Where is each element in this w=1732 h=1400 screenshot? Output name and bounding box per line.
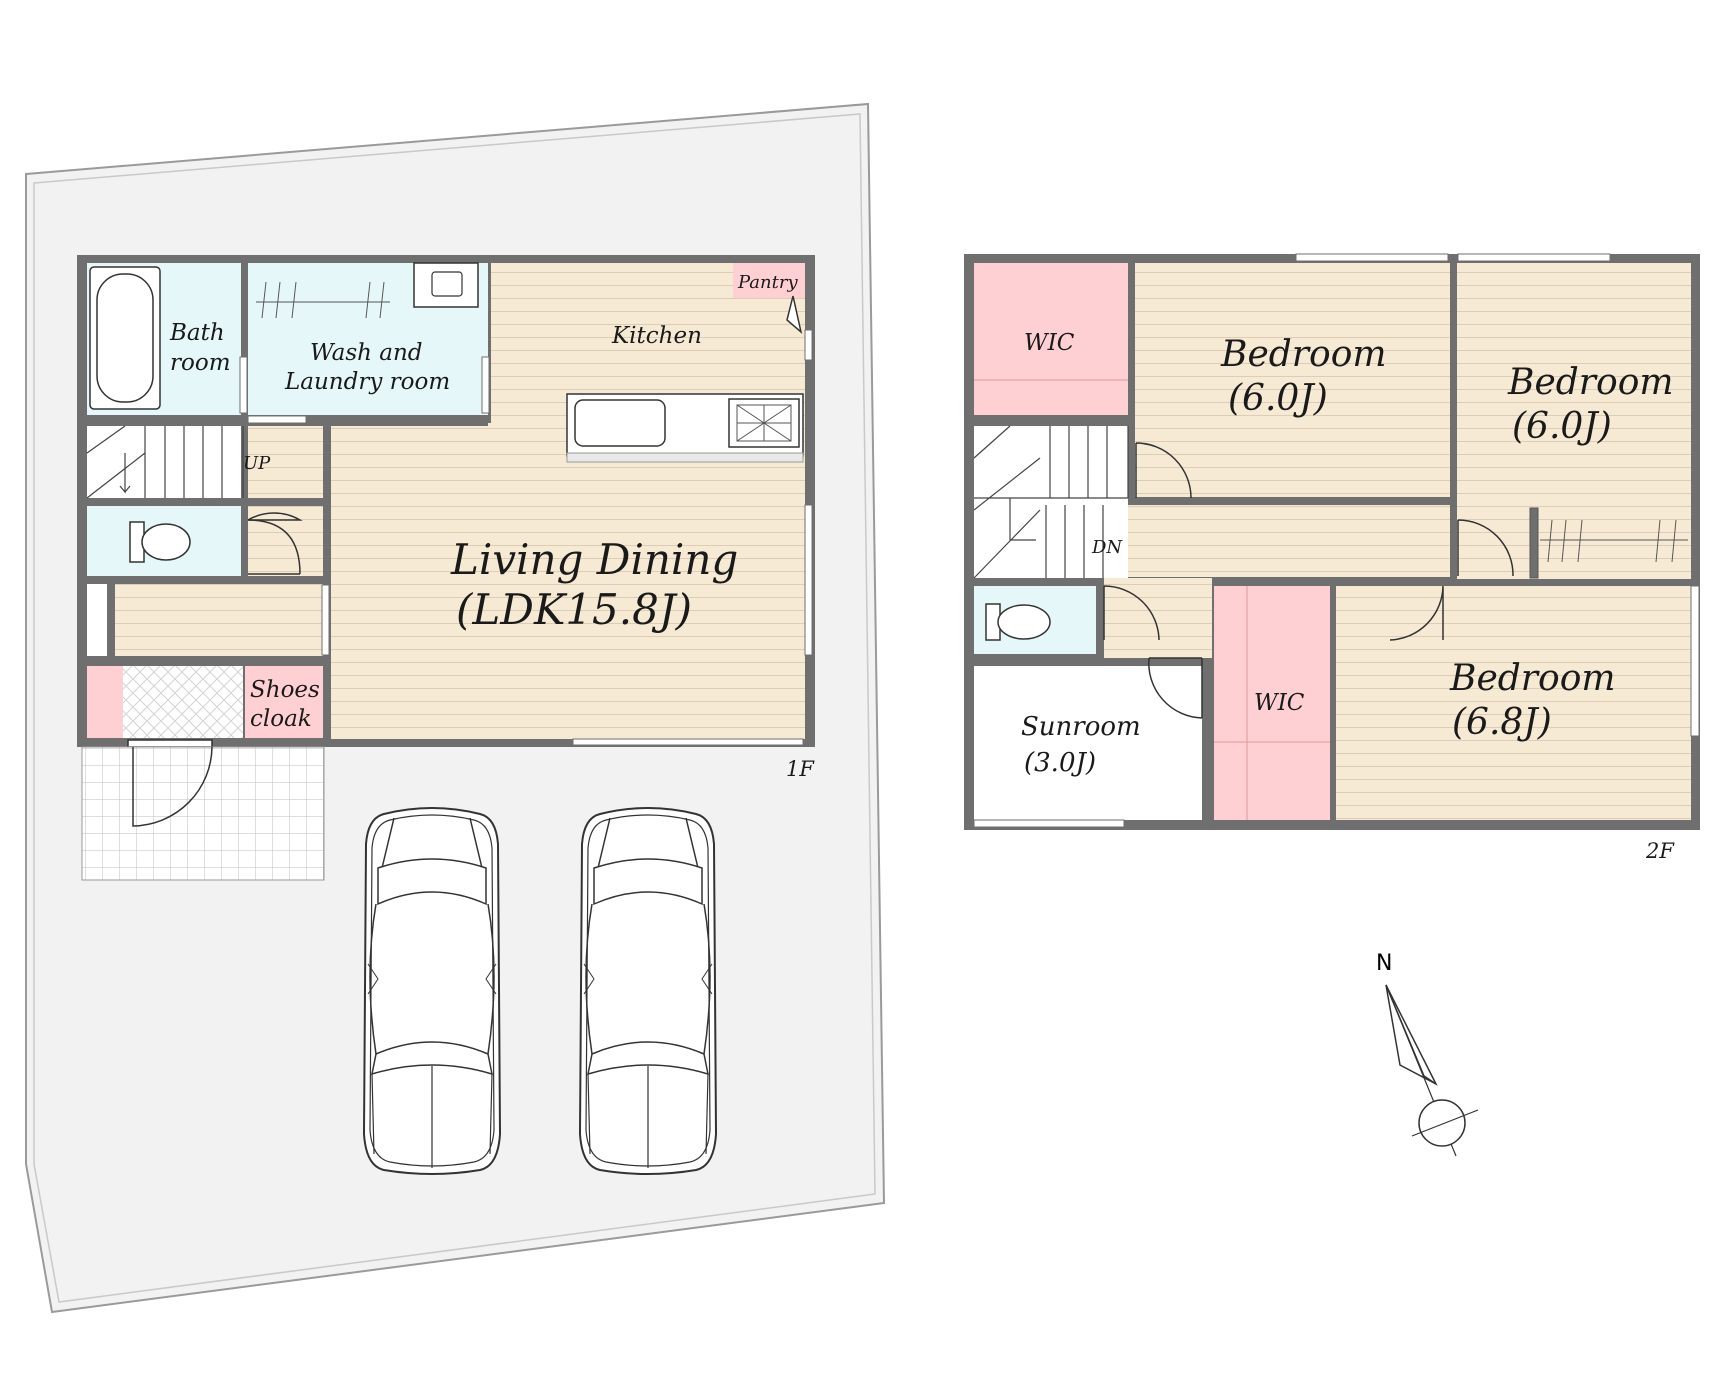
- bedroom-3: [1336, 586, 1691, 820]
- shoes-label-2: cloak: [250, 706, 312, 732]
- floor-plan-1f: [77, 255, 815, 881]
- hall-2f-lower: [1104, 578, 1212, 658]
- hall-closet: [87, 584, 107, 656]
- north-label: N: [1376, 951, 1392, 976]
- entrance: [123, 666, 243, 738]
- sunroom-label-2: (3.0J): [1024, 748, 1096, 778]
- stair-1f: [87, 426, 245, 498]
- closet-rail-icon: [1529, 507, 1688, 579]
- wash-label-1: Wash and: [310, 340, 423, 366]
- ldk-label-2: (LDK15.8J): [456, 585, 692, 634]
- wic-top-label: WIC: [1024, 330, 1075, 356]
- kitchen-label: Kitchen: [611, 323, 702, 349]
- car-icon-left: [363, 807, 501, 1175]
- bedroom-2-label-2: (6.0J): [1512, 406, 1612, 447]
- bedroom-3-label-2: (6.8J): [1452, 702, 1552, 743]
- bedroom-1-label-2: (6.0J): [1228, 378, 1328, 419]
- north-arrow-icon: N: [1376, 951, 1479, 1157]
- bedroom-1: [1135, 263, 1450, 497]
- floor-plan-2f: [964, 253, 1700, 830]
- toilet-2f-icon: [985, 603, 1051, 641]
- bedroom-2-label-1: Bedroom: [1507, 362, 1674, 403]
- car-icon-right: [579, 807, 717, 1175]
- toilet-1f-icon: [129, 521, 191, 563]
- stair-2f-icon: [973, 425, 1129, 579]
- wash-label-2: Laundry room: [284, 369, 450, 395]
- wic-bottom-label: WIC: [1254, 690, 1305, 716]
- sunroom-label-1: Sunroom: [1021, 712, 1141, 742]
- ldk-label-1: Living Dining: [450, 535, 738, 584]
- stair-1f-icon: [86, 425, 244, 499]
- stair-dn-label: DN: [1091, 537, 1123, 558]
- stair-2f: [974, 426, 1128, 578]
- wic-top: [974, 263, 1128, 415]
- washbasin-icon: [413, 262, 479, 308]
- bedroom-3-label-1: Bedroom: [1449, 658, 1616, 699]
- entry-closet: [87, 666, 123, 738]
- bath-label-2: room: [170, 350, 231, 376]
- stair-up-label: UP: [243, 453, 271, 474]
- entry-porch: [81, 746, 325, 881]
- living-dining: [331, 423, 805, 739]
- labels-2f: WIC Bedroom (6.0J) Bedroom (6.0J) Bedroo…: [1021, 330, 1675, 863]
- doors-2f: [1103, 442, 1514, 719]
- wic-bottom: [1214, 586, 1330, 820]
- bedroom-1-label-1: Bedroom: [1220, 334, 1387, 375]
- labels-1f: Bath room Wash and Laundry room Pantry K…: [169, 272, 815, 781]
- shoes-label-1: Shoes: [250, 677, 320, 703]
- floor-tag-2f: 2F: [1645, 839, 1675, 863]
- bath-label-1: Bath: [169, 320, 225, 346]
- hanger-rail-icon: [256, 281, 390, 319]
- shoes-cloak: [245, 666, 323, 738]
- pantry-room: [733, 263, 805, 298]
- hall-mid: [248, 506, 323, 576]
- hall-bottom: [115, 584, 323, 664]
- hall-2f: [1128, 505, 1450, 577]
- floor-tag-1f: 1F: [786, 757, 815, 781]
- sink-icon: [574, 399, 666, 447]
- sunroom: [974, 666, 1202, 820]
- pantry-label: Pantry: [737, 272, 798, 293]
- bedroom-2: [1457, 263, 1691, 579]
